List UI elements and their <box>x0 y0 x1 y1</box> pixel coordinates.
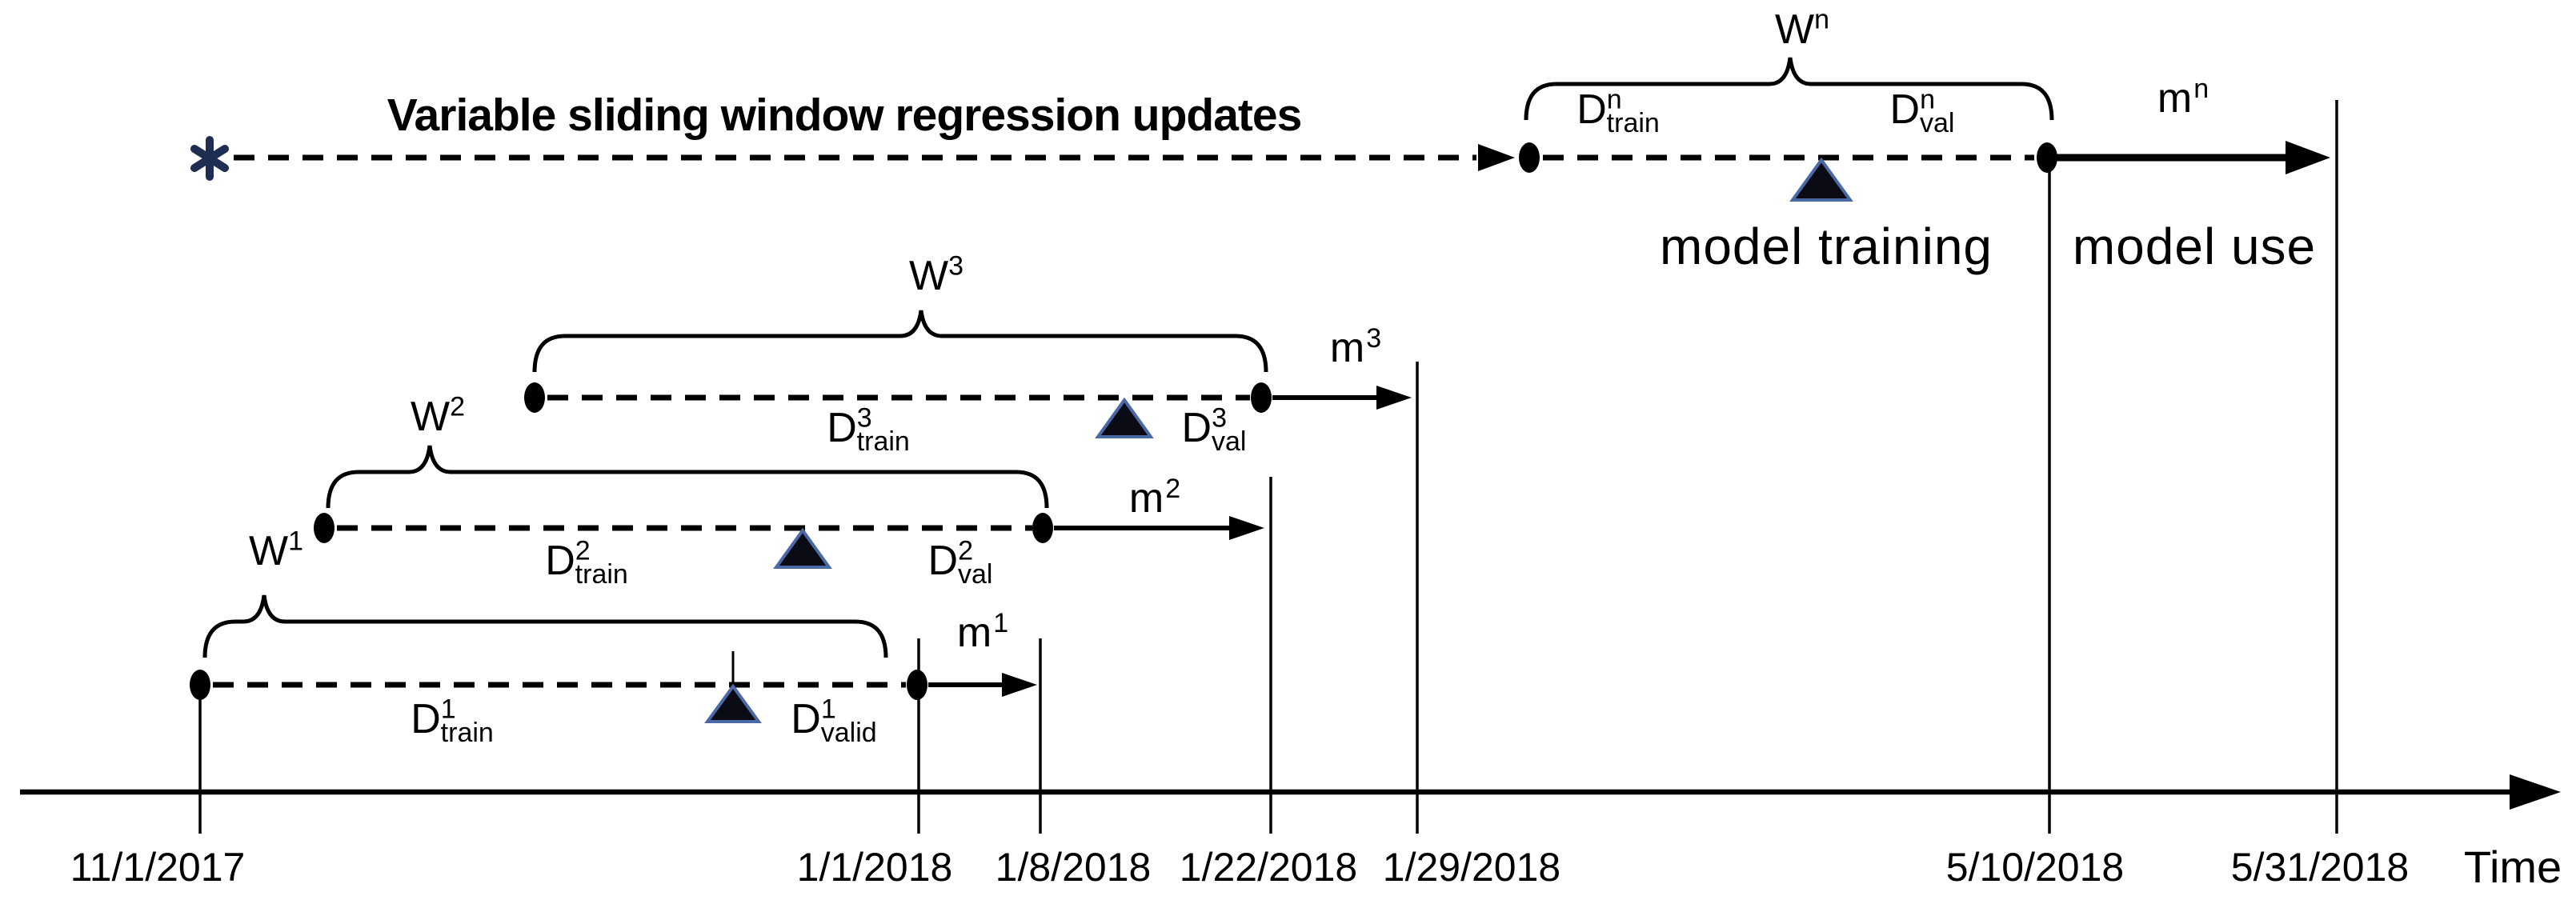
time-axis-arrowhead-icon <box>2510 774 2561 810</box>
triangle-split-marker-icon <box>1789 157 1853 202</box>
window-n-label: Wn <box>1774 4 1830 53</box>
dataset-2-train-label: D2train <box>545 535 628 590</box>
model-3-label: m3 <box>1329 322 1382 371</box>
triangle-split-marker-icon <box>773 527 832 569</box>
window-3-bracket <box>532 310 1268 373</box>
date-label-1-8-2018: 1/8/2018 <box>995 845 1152 890</box>
window-1-start-dot <box>190 670 210 700</box>
dataset-3-train-label: D3train <box>827 402 910 458</box>
date-label-5-10-2018: 5/10/2018 <box>1945 845 2125 890</box>
window-1-label: W1 <box>248 526 304 574</box>
update-arrowhead-icon <box>1478 144 1515 171</box>
date-label-11-1-2017: 11/1/2017 <box>70 845 246 890</box>
window-3-start-dot <box>524 382 545 413</box>
diagram-title: Variable sliding window regression updat… <box>387 90 1303 141</box>
dataset-2-val-label: D2val <box>927 535 993 590</box>
date-label-5-31-2018: 5/31/2018 <box>2230 845 2410 890</box>
window-2-bracket <box>326 445 1049 509</box>
date-label-1-29-2018: 1/29/2018 <box>1382 845 1561 890</box>
model-1-arrowhead-icon <box>1002 673 1037 697</box>
model-2-arrowhead-icon <box>1229 516 1264 540</box>
date-label-1-22-2018: 1/22/2018 <box>1179 845 1358 890</box>
window-3-end-dot <box>1251 382 1272 413</box>
window-3-row <box>524 310 1412 438</box>
time-axis-label: Time <box>2463 842 2562 892</box>
window-n-row <box>190 57 2330 202</box>
time-axis <box>20 774 2561 810</box>
model-training-annotation: model training <box>1660 218 1993 275</box>
model-n-label: mn <box>2157 73 2209 122</box>
window-n-end-dot <box>2037 142 2057 173</box>
window-2-end-dot <box>1032 513 1053 543</box>
window-n-start-dot <box>1519 142 1540 173</box>
window-2-start-dot <box>314 513 335 543</box>
window-1-bracket <box>202 594 888 658</box>
window-1-row <box>190 594 1037 723</box>
window-3-label: W3 <box>908 250 964 299</box>
model-n-arrowhead-icon <box>2286 141 2330 174</box>
date-label-1-1-2018: 1/1/2018 <box>796 845 953 890</box>
triangle-split-marker-icon <box>1095 397 1154 438</box>
model-1-label: m1 <box>956 607 1009 656</box>
start-marker-star-icon <box>190 136 229 181</box>
window-n-bracket <box>1524 57 2054 121</box>
window-2-label: W2 <box>410 391 466 440</box>
dataset-n-val-label: Dnval <box>1889 84 1955 139</box>
model-use-annotation: model use <box>2072 218 2317 275</box>
dataset-3-val-label: D3val <box>1181 402 1247 458</box>
model-2-label: m2 <box>1128 473 1181 522</box>
model-3-arrowhead-icon <box>1376 386 1412 410</box>
dataset-1-train-label: D1train <box>411 694 494 749</box>
date-gridlines <box>198 100 2338 834</box>
triangle-split-marker-icon <box>704 683 762 723</box>
dataset-n-train-label: Dntrain <box>1576 84 1660 139</box>
window-2-row <box>314 445 1264 569</box>
dataset-1-valid-label: D1valid <box>791 694 877 749</box>
window-1-end-dot <box>907 670 927 700</box>
